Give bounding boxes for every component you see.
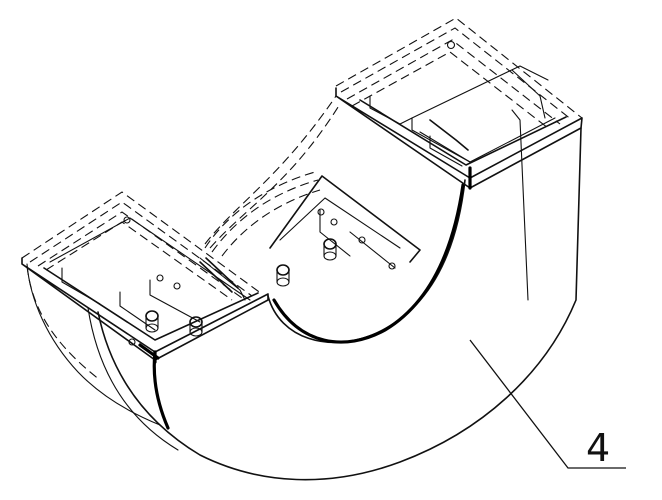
middle-mounting-pocket [204, 171, 421, 287]
right-mounting-pocket [335, 17, 583, 190]
leader-line [469, 339, 626, 469]
left-mounting-pocket [21, 95, 341, 381]
callout-number: 4 [586, 426, 610, 470]
callout-4: 4 [469, 339, 626, 470]
arc-body-outline [26, 109, 582, 481]
